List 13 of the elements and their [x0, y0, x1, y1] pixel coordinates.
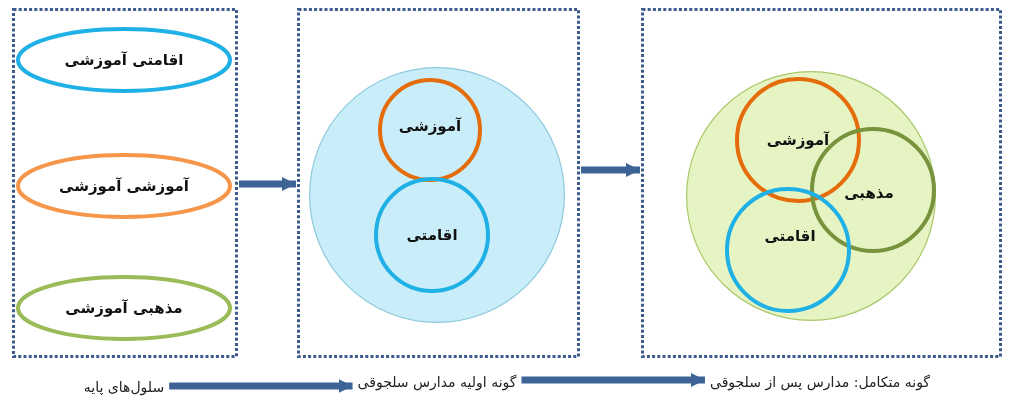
caption: گونه اولیه مدارس سلجوقی	[353, 370, 521, 394]
circle: اقامتی	[374, 177, 490, 293]
category-ellipse: مذهبی آموزشی	[16, 275, 232, 341]
dotted-frame	[297, 8, 580, 358]
circle: آموزشی	[378, 78, 482, 182]
dotted-frame	[641, 8, 1002, 358]
category-ellipse: آموزشی آموزشی	[16, 153, 232, 219]
dotted-frame	[12, 8, 238, 358]
caption: سلول‌های پایه	[79, 375, 169, 399]
large-circle	[686, 71, 936, 321]
large-circle	[309, 67, 565, 323]
category-ellipse: اقامتی آموزشی	[16, 27, 232, 93]
caption: گونه متکامل: مدارس پس از سلجوقی	[705, 370, 935, 394]
